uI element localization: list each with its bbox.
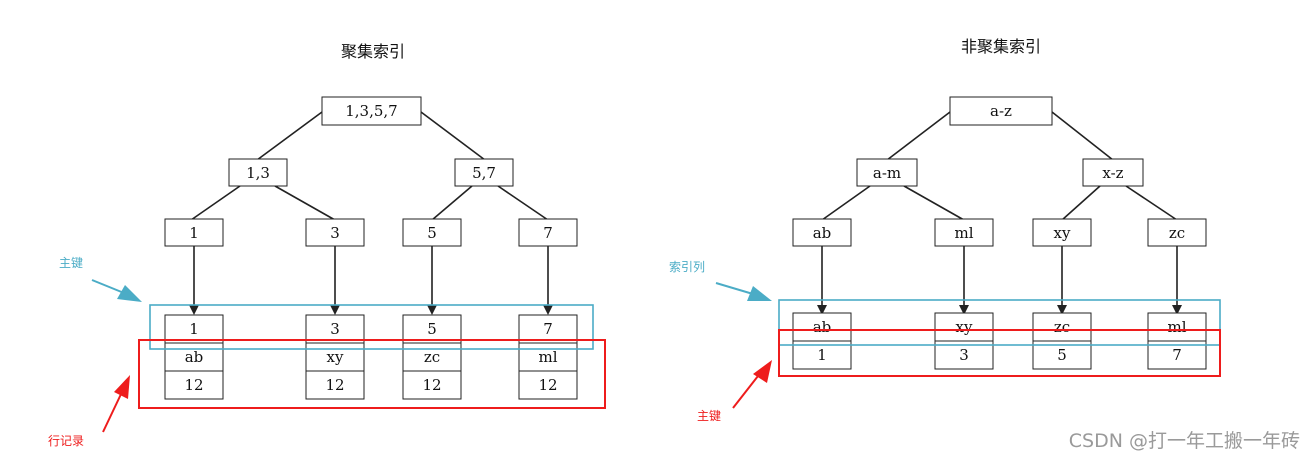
edge-mid1-to-leaf1 bbox=[190, 185, 241, 221]
clustered-row-record-arrow-head bbox=[114, 375, 130, 399]
clustered-row-record-highlight bbox=[138, 339, 606, 409]
clustered-record-4-value: 12 bbox=[538, 376, 557, 394]
nonclustered-record-3: zc 5 bbox=[1032, 312, 1092, 370]
nonclustered-leaf-node-4: zc bbox=[1147, 218, 1207, 247]
clustered-mid-node-2: 5,7 bbox=[454, 158, 514, 187]
nonclustered-index-column-highlight bbox=[778, 299, 1221, 346]
nonclustered-index-column-callout: 索引列 bbox=[669, 260, 705, 274]
edge-am-to-ml bbox=[903, 185, 965, 221]
nonclustered-record-1: ab 1 bbox=[792, 312, 852, 370]
clustered-record-4: 7 ml 12 bbox=[518, 314, 578, 400]
clustered-record-3-name: zc bbox=[424, 348, 440, 366]
nonclustered-index-column-arrow-head bbox=[747, 286, 772, 301]
clustered-mid-label-2: 5,7 bbox=[472, 164, 496, 182]
clustered-record-1-key: 1 bbox=[189, 320, 199, 338]
edge-az-to-xz bbox=[1051, 111, 1114, 161]
clustered-primary-key-highlight bbox=[149, 304, 594, 350]
edge-mid2-to-leaf5 bbox=[431, 185, 473, 221]
clustered-record-4-key: 7 bbox=[543, 320, 553, 338]
clustered-record-2-value: 12 bbox=[325, 376, 344, 394]
clustered-leaf-node-4: 7 bbox=[518, 218, 578, 247]
clustered-leaf-label-3: 5 bbox=[427, 224, 437, 242]
edge-xz-to-xy bbox=[1061, 185, 1101, 221]
clustered-primary-key-callout: 主键 bbox=[59, 256, 83, 270]
nonclustered-primary-key-arrow-shaft bbox=[732, 375, 759, 409]
edge-xz-to-zc bbox=[1125, 185, 1178, 221]
nonclustered-leaf-label-1: ab bbox=[813, 224, 832, 242]
nonclustered-primary-key-highlight bbox=[778, 329, 1221, 377]
nonclustered-root-label: a-z bbox=[990, 102, 1012, 120]
nonclustered-index-column-arrow-shaft bbox=[715, 282, 754, 295]
nonclustered-record-1-key: ab bbox=[813, 318, 832, 336]
clustered-index-title: 聚集索引 bbox=[341, 42, 405, 61]
clustered-primary-key-arrow-shaft bbox=[91, 279, 125, 294]
nonclustered-leaf-node-3: xy bbox=[1032, 218, 1092, 247]
clustered-leaf-label-4: 7 bbox=[543, 224, 553, 242]
nonclustered-mid-node-1: a-m bbox=[856, 158, 918, 187]
clustered-tree-edges bbox=[189, 111, 553, 315]
nonclustered-index-diagram: 非聚集索引 a-z a-m x-z ab bbox=[669, 37, 1221, 423]
clustered-leaf-node-2: 3 bbox=[305, 218, 365, 247]
clustered-primary-key-arrow-head bbox=[117, 285, 142, 302]
edge-am-to-ab bbox=[821, 185, 871, 221]
clustered-leaf-node-1: 1 bbox=[164, 218, 224, 247]
nonclustered-leaf-label-3: xy bbox=[1054, 224, 1071, 242]
nonclustered-leaf-label-2: ml bbox=[954, 224, 973, 242]
edge-mid2-to-leaf7 bbox=[497, 185, 549, 221]
nonclustered-record-4: ml 7 bbox=[1147, 312, 1207, 370]
clustered-leaf-label-1: 1 bbox=[189, 224, 199, 242]
clustered-root-node: 1,3,5,7 bbox=[321, 96, 422, 126]
nonclustered-record-3-key: zc bbox=[1054, 318, 1070, 336]
clustered-root-label: 1,3,5,7 bbox=[345, 102, 397, 120]
nonclustered-record-2: xy 3 bbox=[934, 312, 994, 370]
nonclustered-leaf-label-4: zc bbox=[1169, 224, 1185, 242]
clustered-record-1-name: ab bbox=[185, 348, 204, 366]
clustered-leaf-label-2: 3 bbox=[330, 224, 340, 242]
nonclustered-record-4-id: 7 bbox=[1172, 346, 1182, 364]
clustered-row-record-callout: 行记录 bbox=[48, 434, 84, 448]
edge-mid1-to-leaf3 bbox=[274, 185, 336, 221]
nonclustered-primary-key-callout: 主键 bbox=[697, 409, 721, 423]
clustered-record-4-name: ml bbox=[538, 348, 557, 366]
clustered-mid-label-1: 1,3 bbox=[246, 164, 270, 182]
nonclustered-record-1-id: 1 bbox=[817, 346, 827, 364]
edge-root-to-mid1 bbox=[256, 111, 323, 161]
nonclustered-mid-node-2: x-z bbox=[1082, 158, 1144, 187]
nonclustered-tree-edges bbox=[817, 111, 1182, 315]
edge-az-to-am bbox=[886, 111, 951, 161]
nonclustered-mid-label-1: a-m bbox=[873, 164, 901, 182]
nonclustered-root-node: a-z bbox=[949, 96, 1053, 126]
clustered-record-3-value: 12 bbox=[422, 376, 441, 394]
clustered-record-1: 1 ab 12 bbox=[164, 314, 224, 400]
nonclustered-leaf-node-1: ab bbox=[792, 218, 852, 247]
clustered-row-record-arrow-shaft bbox=[102, 391, 123, 433]
edge-root-to-mid2 bbox=[420, 111, 486, 161]
clustered-mid-node-1: 1,3 bbox=[228, 158, 288, 187]
clustered-record-3: 5 zc 12 bbox=[402, 314, 462, 400]
clustered-record-2-key: 3 bbox=[330, 320, 340, 338]
clustered-record-2-name: xy bbox=[327, 348, 344, 366]
csdn-watermark: CSDN @打一年工搬一年砖 bbox=[1068, 430, 1300, 452]
clustered-index-diagram: 聚集索引 1,3,5,7 1,3 5,7 bbox=[48, 42, 606, 448]
nonclustered-mid-label-2: x-z bbox=[1102, 164, 1123, 182]
nonclustered-primary-key-arrow-head bbox=[753, 360, 772, 383]
clustered-leaf-node-3: 5 bbox=[402, 218, 462, 247]
nonclustered-record-3-id: 5 bbox=[1057, 346, 1067, 364]
nonclustered-record-2-key: xy bbox=[956, 318, 973, 336]
clustered-record-2: 3 xy 12 bbox=[305, 314, 365, 400]
nonclustered-leaf-node-2: ml bbox=[934, 218, 994, 247]
nonclustered-record-2-id: 3 bbox=[959, 346, 969, 364]
nonclustered-index-title: 非聚集索引 bbox=[961, 37, 1041, 56]
clustered-record-3-key: 5 bbox=[427, 320, 437, 338]
nonclustered-record-4-key: ml bbox=[1167, 318, 1186, 336]
clustered-record-1-value: 12 bbox=[184, 376, 203, 394]
